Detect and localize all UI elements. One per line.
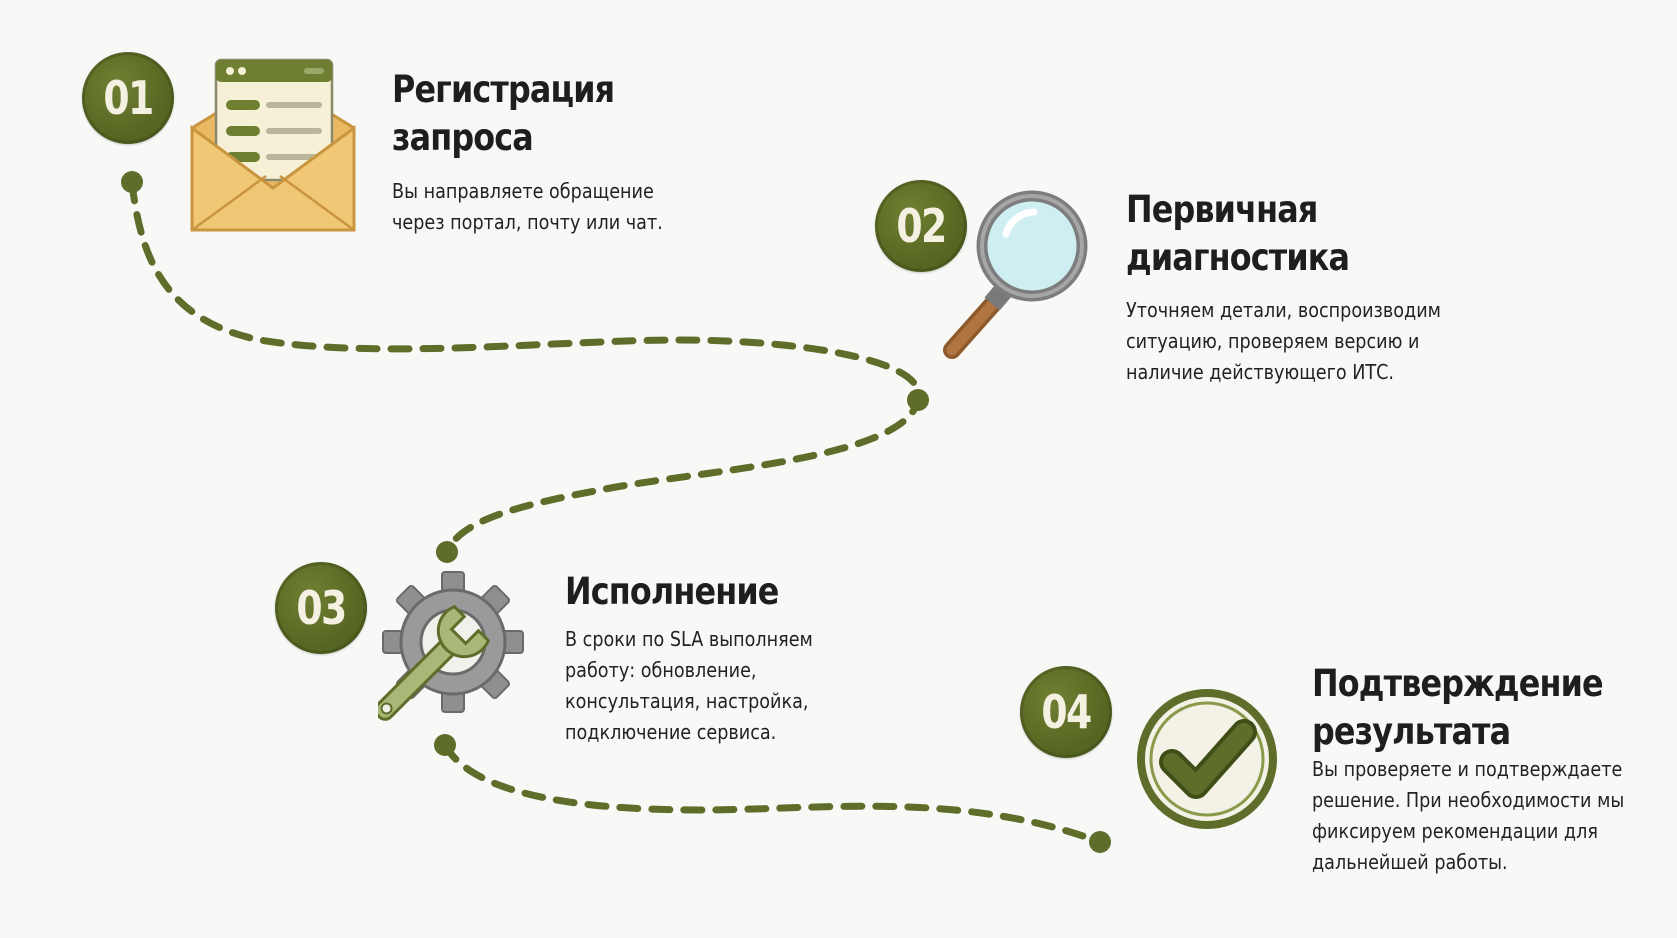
path-node xyxy=(434,734,456,756)
step-description: Вы направляете обращение через портал, п… xyxy=(392,179,663,234)
step-number-badge: 04 xyxy=(1020,666,1112,758)
checkmark-circle-icon xyxy=(1137,689,1277,829)
path-node xyxy=(1089,831,1111,853)
step-number-badge: 03 xyxy=(275,562,367,654)
path-node xyxy=(436,541,458,563)
step-description: Уточняем детали, воспроизводим ситуацию,… xyxy=(1126,298,1441,384)
step-title: Подтверждение результата xyxy=(1312,662,1604,753)
step-number: 02 xyxy=(896,199,947,253)
step-title: Регистрация запроса xyxy=(392,68,615,159)
envelope-icon xyxy=(190,58,356,232)
step-number-badge: 02 xyxy=(875,180,967,272)
gear-wrench-icon xyxy=(378,571,524,721)
step-title: Исполнение xyxy=(565,570,779,613)
magnifier-icon xyxy=(943,190,1088,359)
step-number: 03 xyxy=(296,581,347,635)
step-number: 04 xyxy=(1041,685,1092,739)
step-title: Первичная диагностика xyxy=(1126,188,1350,279)
step-number: 01 xyxy=(103,71,154,125)
step-description: В сроки по SLA выполняем работу: обновле… xyxy=(565,627,813,744)
path-node xyxy=(907,389,929,411)
step-number-badge: 01 xyxy=(82,52,174,144)
step-description: Вы проверяете и подтверждаете решение. П… xyxy=(1312,757,1625,874)
path-node xyxy=(121,171,143,193)
